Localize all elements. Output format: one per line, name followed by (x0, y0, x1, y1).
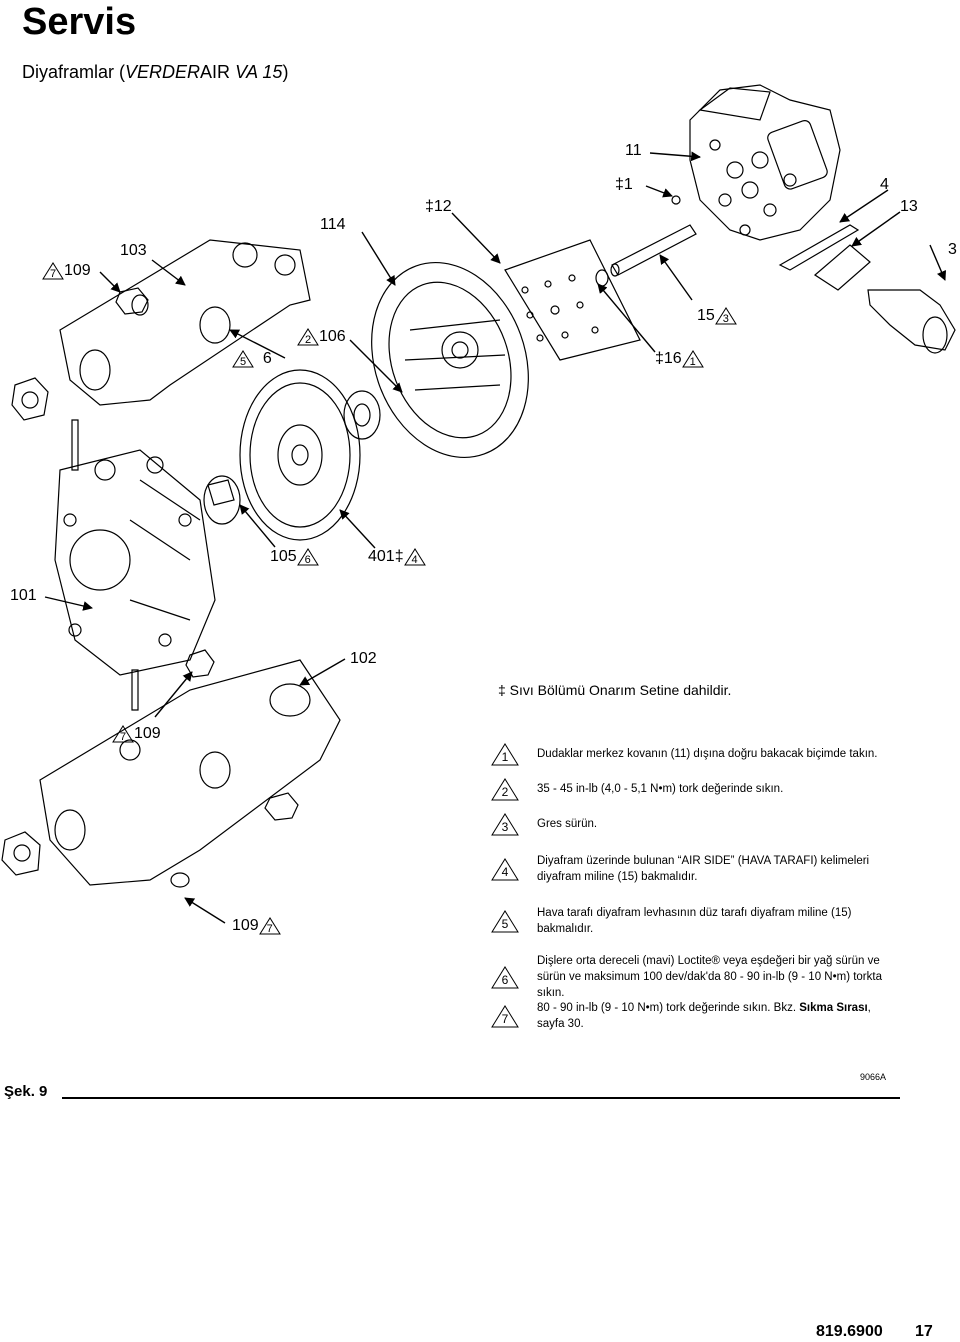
callout-5-6: 5 6 (232, 350, 272, 368)
note-triangle-icon: 7 (490, 1004, 520, 1028)
callout-6-label: 6 (262, 350, 272, 367)
callout-103: 103 (120, 242, 147, 259)
callout-12: ‡12 (425, 198, 452, 215)
page-number: 17 (915, 1323, 933, 1340)
callout-401: 401‡ 4 (368, 548, 426, 566)
callout-16-label: ‡16 (655, 350, 682, 367)
callout-16: ‡16 1 (655, 350, 704, 368)
note-triangle-icon: 6 (490, 965, 520, 989)
figure-code: 9066A (860, 1072, 887, 1082)
callout-109-top-label: 109 (64, 262, 91, 279)
note-2-text: 35 - 45 in-lb (4,0 - 5,1 N•m) tork değer… (537, 783, 784, 795)
note-7-text: 80 - 90 in-lb (9 - 10 N•m) tork değerind… (537, 1002, 871, 1030)
warning-triangle-icon: 4 (403, 548, 426, 566)
warning-triangle-icon: 6 (296, 548, 319, 566)
gasket-plate-drawing (504, 239, 641, 361)
outlet-manifold-drawing (59, 239, 311, 406)
warning-triangle-icon: 7 (258, 917, 281, 935)
note-triangle-icon: 3 (490, 812, 520, 836)
subtitle-brand-a: VERDER (125, 62, 201, 82)
callout-3: 3 (948, 241, 957, 258)
callout-13: 13 (900, 198, 918, 215)
air-cover-drawing (371, 261, 529, 459)
callout-4: 4 (880, 176, 889, 193)
note-1-text: Dudaklar merkez kovanın (11) dışına doğr… (537, 748, 878, 760)
bottom-nut-drawing (1, 831, 41, 876)
note-3-text: Gres sürün. (537, 818, 598, 830)
callout-114: 114 (320, 216, 346, 233)
subtitle-prefix: Diyaframlar ( (22, 62, 126, 82)
note-3: 3 Gres sürün. (490, 812, 887, 836)
note-triangle-icon: 1 (490, 742, 520, 766)
callout-109-bottom-label: 109 (232, 917, 259, 934)
diaphragm-drawing (239, 369, 361, 541)
note-5: 5 Hava tarafı diyafram levhasının düz ta… (490, 905, 887, 937)
note-5-text: Hava tarafı diyafram levhasının düz tara… (537, 907, 852, 935)
callout-109-mid-label: 109 (134, 725, 161, 742)
callout-109-top: 7 109 (42, 262, 91, 280)
callout-105: 105 6 (270, 548, 319, 566)
diaphragm-plate-drawing (343, 390, 381, 440)
section-subtitle: Diyaframlar (VERDERAIR VA 15) (22, 62, 288, 83)
warning-triangle-icon: 1 (681, 350, 704, 368)
callout-106: 2 106 (297, 328, 346, 346)
callout-109-bottom: 109 7 (232, 917, 281, 935)
callout-106-label: 106 (319, 328, 346, 345)
kit-note: ‡ Sıvı Bölümü Onarım Setine dahildir. (498, 682, 732, 698)
note-4: 4 Diyafram üzerinde bulunan “AIR SIDE” (… (490, 853, 887, 885)
manifold-nut-drawing (11, 287, 149, 421)
subtitle-model: VA 15 (235, 62, 283, 82)
stud-drawing (71, 419, 79, 471)
callout-105-label: 105 (270, 548, 297, 565)
center-housing-drawing (689, 84, 841, 241)
note-triangle-icon: 2 (490, 777, 520, 801)
note-4-text: Diyafram üzerinde bulunan “AIR SIDE” (HA… (537, 855, 870, 883)
gasket-drawing (778, 224, 860, 271)
subtitle-brand-b: AIR (200, 62, 231, 82)
callout-102: 102 (350, 650, 377, 667)
callout-1: ‡1 (615, 176, 633, 193)
warning-triangle-icon: 2 (297, 328, 319, 346)
fluid-cover-drawing (54, 449, 216, 676)
figure-label: Şek. 9 (4, 1083, 48, 1100)
warning-triangle-icon: 5 (232, 350, 254, 368)
note-triangle-icon: 4 (490, 857, 520, 881)
note-6-text: Dişlere orta dereceli (mavi) Loctite® ve… (537, 955, 882, 999)
document-number: 819.6900 (816, 1323, 883, 1340)
warning-triangle-icon: 7 (112, 725, 134, 743)
callout-15-label: 15 (697, 307, 715, 324)
note-7: 7 80 - 90 in-lb (9 - 10 N•m) tork değeri… (490, 1000, 887, 1032)
note-1: 1 Dudaklar merkez kovanın (11) dışına do… (490, 742, 887, 766)
warning-triangle-icon: 7 (42, 262, 64, 280)
figure-rule (62, 1097, 900, 1099)
subtitle-suffix: ) (282, 62, 289, 82)
note-triangle-icon: 5 (490, 909, 520, 933)
callout-109-mid: 7 109 (112, 725, 161, 743)
diaphragm-shaft-drawing (595, 195, 697, 287)
callout-101: 101 (10, 587, 37, 604)
inlet-manifold-drawing (39, 659, 341, 888)
note-2: 2 35 - 45 in-lb (4,0 - 5,1 N•m) tork değ… (490, 777, 887, 801)
page-title: Servis (22, 1, 137, 43)
fluid-plate-drawing (203, 475, 241, 525)
warning-triangle-icon: 3 (714, 307, 737, 325)
muffler-drawing (867, 289, 956, 351)
callout-401-label: 401‡ (368, 548, 404, 565)
note-7-reference: Sıkma Sırası (799, 1002, 868, 1014)
note-6: 6 Dişlere orta dereceli (mavi) Loctite® … (490, 953, 887, 1001)
callout-11: 11 (625, 142, 642, 159)
callout-15: 15 3 (697, 307, 737, 325)
